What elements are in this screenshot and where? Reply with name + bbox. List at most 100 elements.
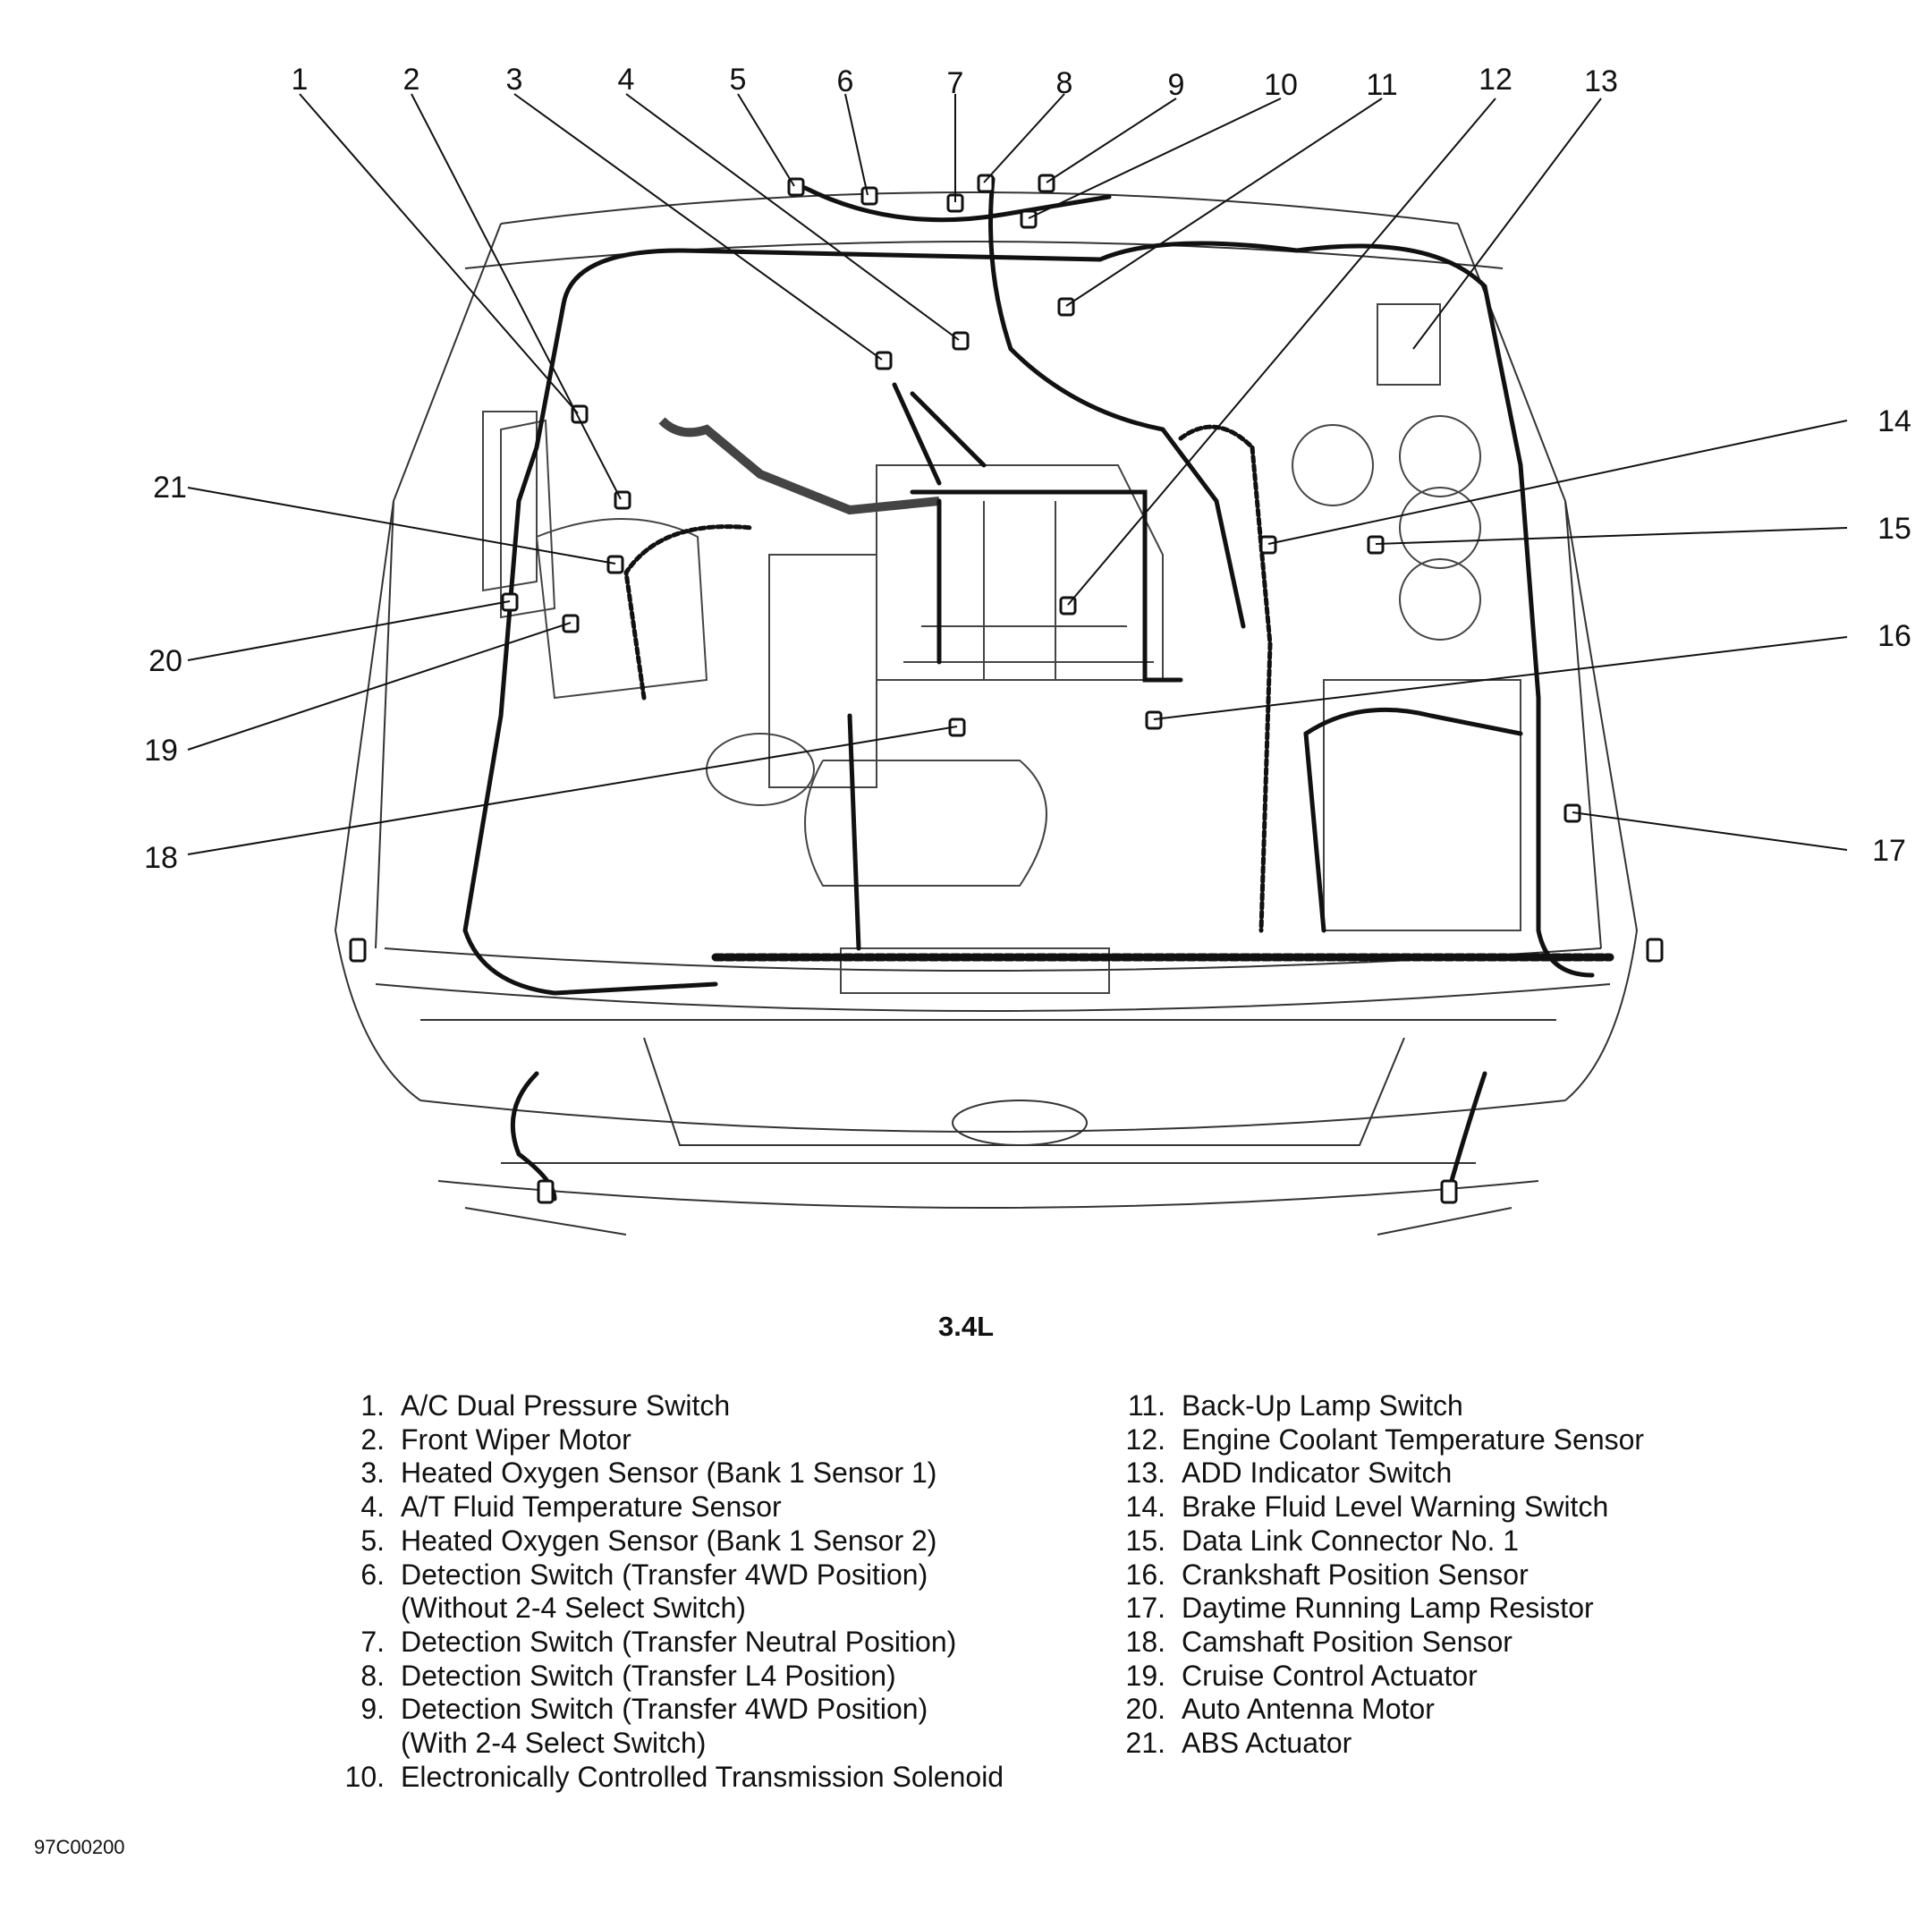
- legend-item: 3. Heated Oxygen Sensor (Bank 1 Sensor 1): [318, 1457, 1004, 1491]
- legend-item: 4. A/T Fluid Temperature Sensor: [318, 1491, 1004, 1525]
- connector-16: [1145, 710, 1163, 730]
- callout-19: 19: [144, 734, 178, 768]
- engine-compartment-diagram: 1 2 3 4 5 6 7 8 9 10 11 12 13 14 15 16 1…: [144, 63, 1911, 1236]
- connector-11: [1057, 297, 1075, 317]
- legend-number: 1.: [360, 1389, 385, 1422]
- legend-label: Daytime Running Lamp Resistor: [1182, 1592, 1594, 1625]
- callout-13: 13: [1584, 64, 1618, 98]
- figure-id: 97C00200: [34, 1836, 125, 1858]
- legend-number: 18.: [1125, 1625, 1165, 1658]
- legend-item: 17. Daytime Running Lamp Resistor: [1098, 1592, 1644, 1626]
- legend-label: A/C Dual Pressure Switch: [401, 1389, 731, 1422]
- legend-number: 4.: [360, 1491, 385, 1524]
- legend-number: 11.: [1127, 1389, 1165, 1422]
- callout-5: 5: [730, 63, 747, 97]
- callout-8: 8: [1056, 66, 1073, 100]
- callout-14: 14: [1877, 404, 1911, 438]
- connector-8: [977, 174, 995, 193]
- legend-number: 10.: [344, 1760, 385, 1793]
- legend-label: (Without 2-4 Select Switch): [401, 1592, 746, 1625]
- connector-15: [1367, 535, 1385, 555]
- legend-item: 13. ADD Indicator Switch: [1098, 1457, 1644, 1491]
- legend-item-continuation: (With 2-4 Select Switch): [318, 1727, 1004, 1761]
- legend-number: 13.: [1125, 1457, 1165, 1490]
- connector-10: [1020, 209, 1038, 229]
- legend-label: ADD Indicator Switch: [1182, 1457, 1453, 1490]
- callout-10: 10: [1264, 68, 1298, 102]
- legend-number: 15.: [1125, 1524, 1165, 1557]
- callout-16: 16: [1877, 619, 1911, 653]
- callout-20: 20: [148, 644, 182, 678]
- legend-number: 19.: [1125, 1659, 1165, 1692]
- connector-3: [875, 351, 893, 370]
- legend-label: (With 2-4 Select Switch): [401, 1727, 707, 1760]
- legend-number: 6.: [360, 1558, 385, 1591]
- vehicle-body-outline: [334, 191, 1639, 1236]
- legend-label: Crankshaft Position Sensor: [1182, 1558, 1529, 1591]
- legend-label: Camshaft Position Sensor: [1182, 1625, 1513, 1658]
- wiring-harness: [462, 176, 1614, 1202]
- legend-label: Detection Switch (Transfer 4WD Position): [401, 1693, 928, 1726]
- callout-11: 11: [1366, 68, 1397, 102]
- legend-number: 3.: [360, 1457, 385, 1490]
- legend-number: 8.: [360, 1659, 385, 1692]
- legend-label: Brake Fluid Level Warning Switch: [1182, 1491, 1609, 1524]
- leader-lines: [187, 93, 1848, 855]
- callout-7: 7: [947, 66, 964, 100]
- legend-item: 1. A/C Dual Pressure Switch: [318, 1389, 1004, 1423]
- legend-label: Heated Oxygen Sensor (Bank 1 Sensor 2): [401, 1524, 937, 1557]
- legend-number: 9.: [360, 1693, 385, 1726]
- connector-9: [1038, 174, 1055, 193]
- legend-label: Data Link Connector No. 1: [1182, 1524, 1520, 1557]
- callout-15: 15: [1877, 512, 1911, 546]
- legend-number: 16.: [1125, 1558, 1165, 1591]
- callout-1: 1: [292, 63, 309, 97]
- legend-number: 17.: [1125, 1592, 1165, 1625]
- legend-number: 21.: [1125, 1727, 1165, 1760]
- engine-components: [482, 303, 1521, 994]
- legend-number: 5.: [360, 1524, 385, 1557]
- connector-6: [860, 186, 878, 206]
- engine-size-subtitle: 3.4L: [937, 1311, 995, 1342]
- legend-label: Engine Coolant Temperature Sensor: [1182, 1423, 1645, 1456]
- legend-label: Detection Switch (Transfer Neutral Posit…: [401, 1625, 957, 1658]
- legend-label: Heated Oxygen Sensor (Bank 1 Sensor 1): [401, 1457, 937, 1490]
- connector-14: [1259, 535, 1277, 555]
- callout-12: 12: [1479, 63, 1513, 97]
- legend-item: 15. Data Link Connector No. 1: [1098, 1525, 1644, 1559]
- legend-item: 9. Detection Switch (Transfer 4WD Positio…: [318, 1693, 1004, 1727]
- legend-label: ABS Actuator: [1182, 1727, 1352, 1760]
- legend-item: 19.Cruise Control Actuator: [1098, 1660, 1644, 1694]
- callout-21: 21: [153, 471, 187, 505]
- legend-item: 18. Camshaft Position Sensor: [1098, 1626, 1644, 1660]
- legend-label: Detection Switch (Transfer L4 Position): [401, 1659, 896, 1692]
- legend-item: 6. Detection Switch (Transfer 4WD Positio…: [318, 1559, 1004, 1592]
- callout-9: 9: [1168, 68, 1185, 102]
- legend-right-column: 11. Back-Up Lamp Switch 12.Engine Coolant…: [1098, 1389, 1645, 1761]
- legend-item-continuation: (Without 2-4 Select Switch): [318, 1592, 1004, 1626]
- legend-item: 5. Heated Oxygen Sensor (Bank 1 Sensor 2): [318, 1525, 1004, 1559]
- legend-label: A/T Fluid Temperature Sensor: [401, 1491, 782, 1524]
- callout-3: 3: [506, 63, 523, 97]
- legend-label: Detection Switch (Transfer 4WD Position): [401, 1558, 928, 1591]
- legend-item: 8. Detection Switch (Transfer L4 Position…: [318, 1660, 1004, 1694]
- legend-number: 14.: [1125, 1491, 1165, 1524]
- connector-21: [606, 555, 624, 574]
- legend-item: 10. Electronically Controlled Transmissio…: [318, 1761, 1004, 1795]
- legend-label: Electronically Controlled Transmission S…: [401, 1760, 1004, 1793]
- legend-label: Back-Up Lamp Switch: [1182, 1389, 1463, 1422]
- legend-number: 20.: [1125, 1693, 1165, 1726]
- callout-numbers: 1 2 3 4 5 6 7 8 9 10 11 12 13 14 15 16 1…: [144, 63, 1911, 875]
- callout-6: 6: [837, 64, 854, 98]
- connector-4: [952, 331, 970, 351]
- callout-2: 2: [403, 63, 420, 97]
- legend-item: 20.Auto Antenna Motor: [1098, 1693, 1644, 1727]
- legend-item: 21. ABS Actuator: [1098, 1727, 1644, 1761]
- legend-number: 2.: [360, 1423, 385, 1456]
- legend-label: Front Wiper Motor: [401, 1423, 631, 1456]
- legend-left-column: 1. A/C Dual Pressure Switch 2. Front Wiper…: [318, 1389, 1004, 1794]
- legend-item: 12.Engine Coolant Temperature Sensor: [1098, 1423, 1645, 1457]
- legend-number: [318, 1592, 401, 1626]
- callout-18: 18: [144, 841, 178, 875]
- legend-item: 16. Crankshaft Position Sensor: [1098, 1559, 1644, 1592]
